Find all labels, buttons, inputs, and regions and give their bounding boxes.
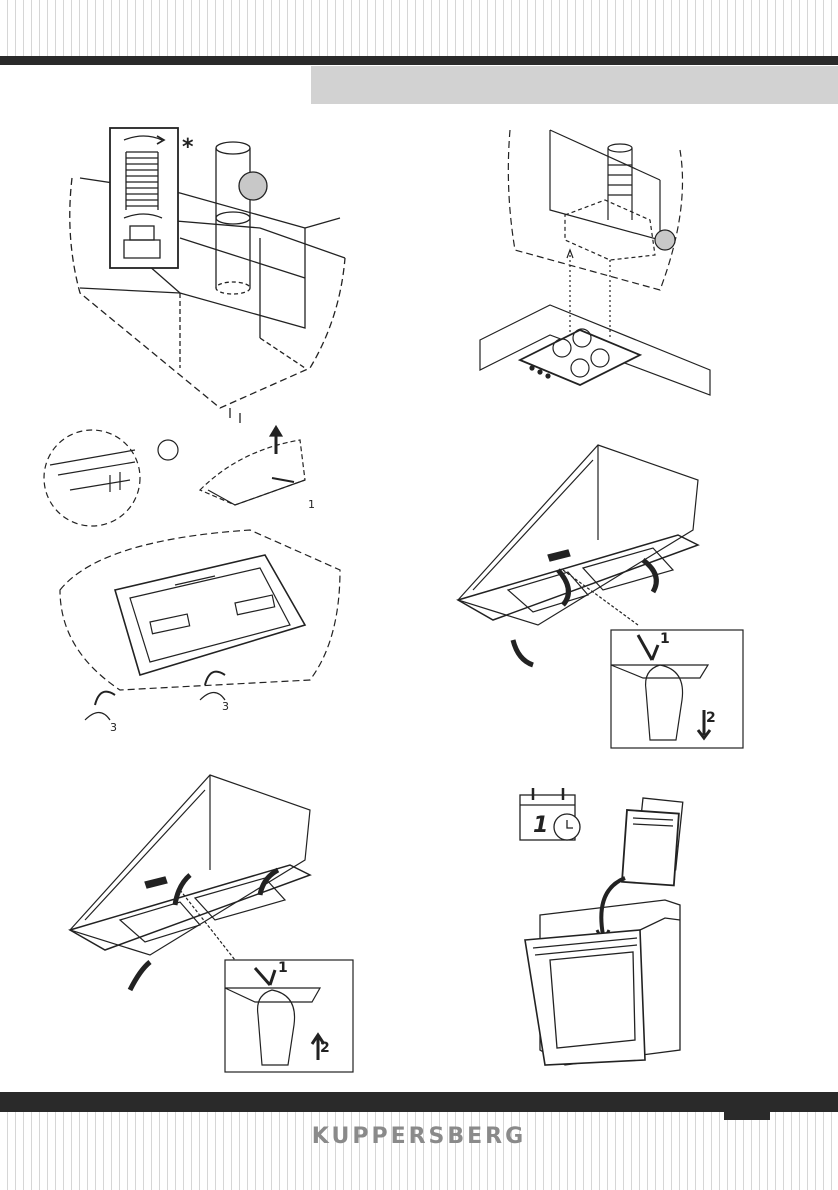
page-number-tab xyxy=(724,1110,770,1120)
install-step-2: 2 xyxy=(320,1040,330,1056)
asterisk-mark: * xyxy=(182,135,194,160)
calendar-day: 1 xyxy=(533,813,548,838)
clock-icon xyxy=(554,814,580,840)
filter-step-2: 2 xyxy=(706,710,716,726)
hob-alignment-figure xyxy=(470,110,720,410)
mount-screws-figure: 1 3 3 xyxy=(40,420,350,740)
top-stripe-band xyxy=(0,0,838,56)
brand-logo: KUPPERSBERG xyxy=(0,1124,838,1149)
top-divider-bar xyxy=(0,56,838,65)
filter-removal-figure: 1 2 xyxy=(438,440,748,750)
step-label-3b: 3 xyxy=(222,700,229,713)
filter-step-1: 1 xyxy=(660,631,670,647)
duct-install-figure: * xyxy=(40,118,370,428)
bottom-divider-bar xyxy=(0,1092,838,1112)
step-label-3a: 3 xyxy=(110,721,117,734)
dishwasher-maintenance-figure: 1 xyxy=(505,780,705,1070)
install-step-1: 1 xyxy=(278,960,288,976)
filter-install-figure: 1 2 xyxy=(50,770,360,1080)
header-grey-band xyxy=(311,66,838,104)
step-label-1: 1 xyxy=(308,498,315,511)
